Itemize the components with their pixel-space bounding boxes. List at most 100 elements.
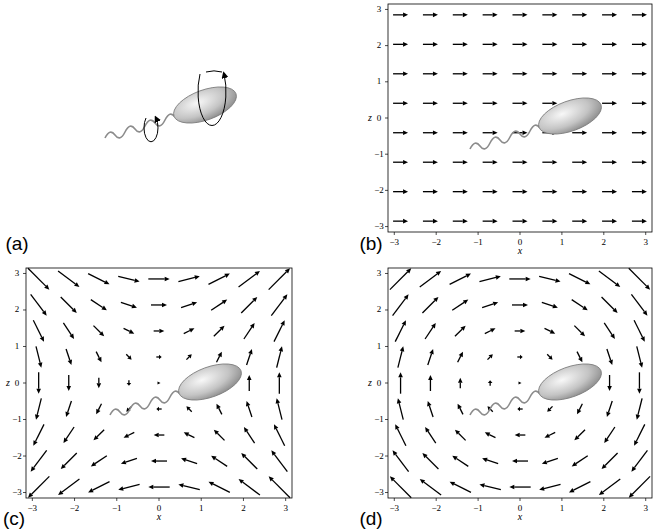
field-arrow — [574, 430, 585, 441]
field-arrow — [547, 406, 552, 411]
field-arrow — [423, 71, 438, 76]
field-arrow — [629, 268, 650, 289]
field-arrow — [124, 432, 135, 437]
field-arrow — [91, 300, 107, 311]
field-arrow — [602, 130, 617, 135]
tick-mark — [23, 383, 26, 384]
field-arrow — [572, 189, 587, 194]
axis-label: x — [518, 512, 522, 522]
field-arrow — [148, 485, 169, 490]
z-tick-label: −3 — [12, 488, 22, 497]
x-tick-label: 3 — [643, 238, 648, 247]
field-arrow — [453, 101, 468, 106]
field-arrow — [393, 160, 408, 165]
tick-mark — [385, 419, 388, 420]
field-arrow — [513, 101, 528, 106]
z-tick-label: −1 — [374, 150, 384, 159]
field-arrow — [483, 130, 498, 135]
field-arrow — [58, 271, 79, 287]
z-tick-label: 3 — [15, 269, 20, 278]
field-arrow — [393, 130, 408, 135]
field-arrow — [397, 398, 403, 419]
tick-mark — [23, 273, 26, 274]
field-arrow — [151, 459, 167, 464]
field-arrow — [542, 160, 557, 165]
field-arrow — [602, 297, 618, 313]
tick-mark — [385, 190, 388, 191]
z-tick-label: 0 — [15, 379, 20, 388]
tick-mark — [285, 498, 286, 501]
field-arrow — [214, 430, 225, 441]
field-arrow — [636, 398, 642, 419]
field-arrow — [572, 160, 587, 165]
field-arrow — [35, 398, 41, 419]
field-arrow — [96, 352, 101, 363]
x-tick-label: −1 — [473, 504, 483, 513]
field-arrow — [276, 398, 282, 419]
tick-mark — [385, 118, 388, 119]
field-arrow — [632, 13, 647, 18]
tick-mark — [385, 9, 388, 10]
field-arrow — [452, 300, 468, 311]
field-arrow — [186, 406, 191, 411]
z-tick-label: 0 — [377, 114, 382, 123]
tick-mark — [23, 456, 26, 457]
field-arrow — [423, 101, 438, 106]
z-tick-label: 2 — [377, 305, 382, 314]
field-arrow — [428, 349, 434, 365]
rotation-arrow — [198, 74, 226, 126]
field-arrow — [244, 427, 255, 443]
x-tick-label: −3 — [389, 238, 399, 247]
bacterium-d — [470, 357, 606, 415]
tick-mark — [645, 232, 646, 235]
field-arrow — [513, 42, 528, 47]
field-arrow — [574, 326, 585, 337]
field-arrow — [488, 380, 493, 385]
field-arrow — [632, 189, 647, 194]
field-arrow — [572, 42, 587, 47]
axes-frame — [388, 4, 652, 232]
tick-mark — [478, 498, 479, 501]
field-arrow — [599, 479, 620, 495]
field-arrow — [216, 404, 221, 415]
field-arrow — [483, 42, 498, 47]
field-arrow — [458, 352, 463, 363]
field-arrow — [393, 42, 408, 47]
field-arrow — [181, 302, 197, 308]
field-arrow — [572, 71, 587, 76]
quiver-plot — [385, 4, 652, 235]
field-arrow — [423, 42, 438, 47]
field-arrow — [513, 189, 528, 194]
field-arrow — [393, 450, 409, 471]
bacterium-b — [470, 91, 606, 149]
field-arrow — [517, 355, 522, 360]
field-arrow — [390, 476, 411, 497]
x-tick-label: −2 — [70, 504, 80, 513]
field-arrow — [452, 456, 468, 467]
field-arrow — [485, 432, 496, 437]
x-tick-label: −2 — [431, 238, 441, 247]
field-arrow — [239, 271, 260, 287]
field-arrow — [88, 482, 109, 493]
field-arrow — [634, 320, 645, 341]
tick-mark — [32, 498, 33, 501]
field-arrow — [420, 271, 441, 287]
field-arrow — [453, 189, 468, 194]
field-arrow — [247, 349, 253, 365]
field-arrow — [632, 160, 647, 165]
field-arrow — [483, 189, 498, 194]
bacterium-c — [110, 357, 246, 415]
field-arrow — [393, 71, 408, 76]
x-tick-label: −3 — [389, 504, 399, 513]
tick-mark — [243, 498, 244, 501]
field-arrow — [211, 456, 227, 467]
tick-mark — [74, 498, 75, 501]
field-arrow — [542, 302, 558, 308]
tick-mark — [561, 498, 562, 501]
field-arrow — [422, 453, 438, 469]
field-arrow — [181, 458, 197, 464]
field-arrow — [208, 274, 229, 285]
field-arrow — [547, 354, 552, 359]
z-tick-label: 2 — [377, 41, 382, 50]
field-arrow — [458, 378, 463, 389]
